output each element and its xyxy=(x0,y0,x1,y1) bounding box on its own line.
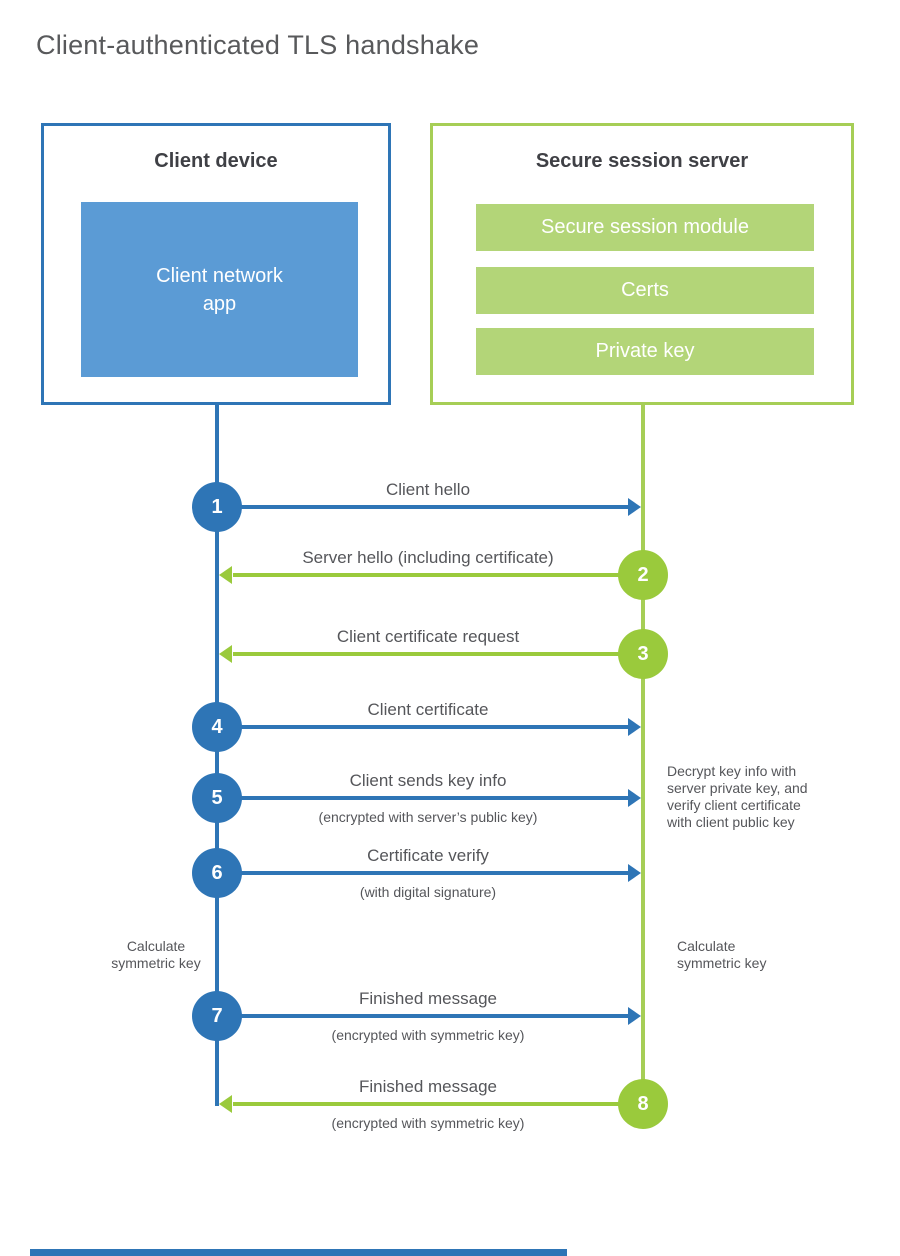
step1-number-badge: 1 xyxy=(192,482,242,532)
step1-label: Client hello xyxy=(385,480,471,499)
step1-arrow xyxy=(240,505,628,509)
server-module-private-key: Private key xyxy=(476,328,814,375)
client-network-app-box: Client network app xyxy=(81,202,358,377)
secure-session-server-title: Secure session server xyxy=(535,150,749,172)
step7-sublabel: (encrypted with symmetric key) xyxy=(331,1027,525,1043)
step8-arrowhead-icon xyxy=(219,1095,232,1113)
step4-arrowhead-icon xyxy=(628,718,641,736)
client-device-title: Client device xyxy=(154,150,278,172)
step4-number-badge: 4 xyxy=(192,702,242,752)
step8-sublabel: (encrypted with symmetric key) xyxy=(331,1115,525,1131)
step4-arrow xyxy=(240,725,628,729)
step1-arrowhead-icon xyxy=(628,498,641,516)
footer-accent-bar xyxy=(30,1249,567,1256)
server-module-secure-session: Secure session module xyxy=(476,204,814,251)
step8-arrow xyxy=(233,1102,619,1106)
step5-label: Client sends key info xyxy=(349,771,507,790)
step4-label: Client certificate xyxy=(367,700,489,719)
step7-number-badge: 7 xyxy=(192,991,242,1041)
client-device-box: Client device Client network app xyxy=(41,123,391,405)
step6-number-badge: 6 xyxy=(192,848,242,898)
step5-arrowhead-icon xyxy=(628,789,641,807)
page-title: Client-authenticated TLS handshake xyxy=(36,30,480,60)
step3-arrowhead-icon xyxy=(219,645,232,663)
step5-sublabel: (encrypted with server’s public key) xyxy=(318,809,538,825)
step3-label: Client certificate request xyxy=(336,627,520,646)
step7-label: Finished message xyxy=(359,989,497,1008)
calculate-symmetric-key-note-server: Calculate symmetric key xyxy=(677,938,767,971)
step6-sublabel: (with digital signature) xyxy=(359,884,497,900)
step3-number-badge: 3 xyxy=(618,629,668,679)
decrypt-key-note: Decrypt key info with server private key… xyxy=(667,763,808,830)
step2-arrowhead-icon xyxy=(219,566,232,584)
step6-arrow xyxy=(240,871,628,875)
server-lifeline xyxy=(641,404,645,1128)
step2-label: Server hello (including certificate) xyxy=(302,548,554,567)
step2-arrow xyxy=(233,573,619,577)
step7-arrowhead-icon xyxy=(628,1007,641,1025)
step5-arrow xyxy=(240,796,628,800)
step7-arrow xyxy=(240,1014,628,1018)
step3-arrow xyxy=(233,652,619,656)
secure-session-server-box: Secure session server Secure session mod… xyxy=(430,123,854,405)
server-module-certs: Certs xyxy=(476,267,814,314)
calculate-symmetric-key-note-client: Calculate symmetric key xyxy=(111,938,201,971)
step8-label: Finished message xyxy=(359,1077,497,1096)
client-network-app-label: Client network app xyxy=(156,264,283,315)
step5-number-badge: 5 xyxy=(192,773,242,823)
step6-arrowhead-icon xyxy=(628,864,641,882)
step2-number-badge: 2 xyxy=(618,550,668,600)
client-lifeline xyxy=(215,404,219,1106)
step8-number-badge: 8 xyxy=(618,1079,668,1129)
step6-label: Certificate verify xyxy=(367,846,489,865)
